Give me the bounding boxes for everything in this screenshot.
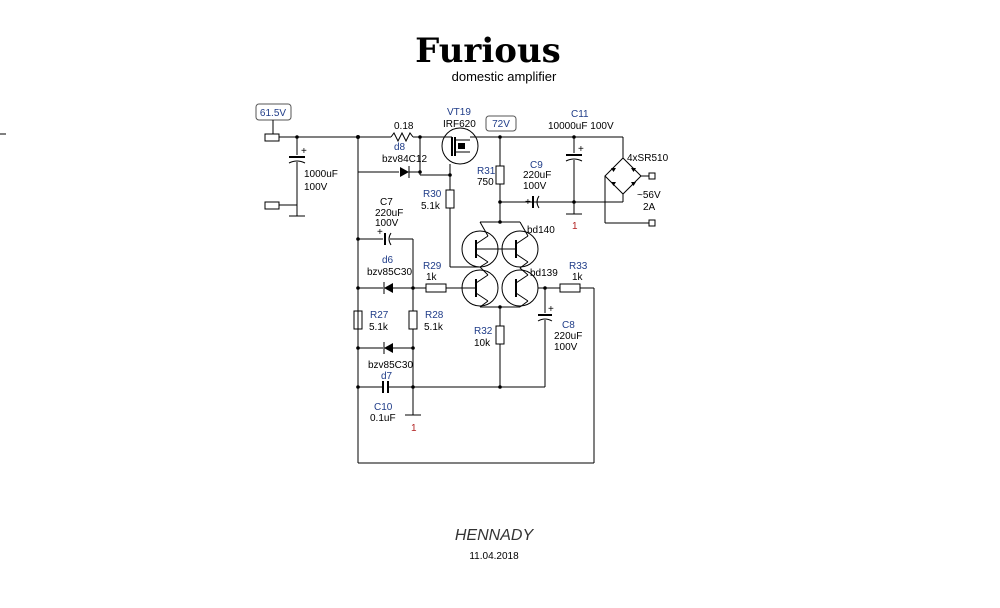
c9-voltage: 100V [523,181,547,192]
vt19-mosfet [441,127,479,165]
d8-zener-diode [400,167,409,177]
c11-value: 10000uF 100V [548,121,614,132]
schematic-title: Furious [415,31,561,71]
d7-part: bzv85C30 [368,360,413,371]
c8-value: 220uF [554,331,582,342]
c8-ref: C8 [562,320,575,331]
mid-voltage-label: 72V [492,119,510,130]
r29-resistor [425,283,447,293]
d6-zener-diode [384,283,393,293]
author-name: HENNADY [455,527,535,544]
svg-text:+: + [377,227,383,238]
r33-ref: R33 [569,261,588,272]
r32-resistor [495,325,505,345]
r32-value: 10k [474,338,491,349]
shunt-resistor [390,131,414,143]
r28-ref: R28 [425,310,444,321]
c10-value: 0.1uF [370,413,396,424]
r31-ref: R31 [477,166,496,177]
d6-part: bzv85C30 [367,267,412,278]
r32-ref: R32 [474,326,493,337]
c7-value: 220uF [375,208,403,219]
d7-ref: d7 [381,371,393,382]
q-upper-part: bd140 [527,225,555,236]
bridge-current: 2A [643,202,656,213]
r27-ref: R27 [370,310,389,321]
svg-text:+: + [548,304,554,315]
ac-terminal-top [648,172,656,180]
r27-value: 5.1k [369,322,389,333]
d8-ref: d8 [394,142,406,153]
ac-terminal-bottom [648,219,656,227]
d8-part: bzv84C12 [382,154,427,165]
ground-label: 1 [411,423,417,434]
c7-ref: C7 [380,197,393,208]
svg-text:+: + [301,146,307,157]
r28-resistor [408,310,418,330]
r29-ref: R29 [423,261,442,272]
cin-value: 1000uF [304,169,338,180]
r33-value: 1k [572,272,584,283]
svg-text:+: + [578,144,584,155]
input-voltage-label: 61.5V [260,108,286,119]
r29-value: 1k [426,272,438,283]
q-lower-part: bd139 [530,268,558,279]
shunt-value: 0.18 [394,121,414,132]
d6-ref: d6 [382,255,394,266]
r27-resistor [353,310,363,330]
c9-ref: C9 [530,160,543,171]
vt19-part: IRF620 [443,119,476,130]
d7-zener-diode [384,343,393,353]
r30-value: 5.1k [421,201,441,212]
r31-value: 750 [477,177,494,188]
ground-label: 1 [572,221,578,232]
c10-ref: C10 [374,402,393,413]
bridge-ac-voltage: ~56V [637,190,661,201]
c11-ref: C11 [571,109,589,120]
r28-value: 5.1k [424,322,444,333]
input-terminal-top [264,133,280,142]
schematic-subtitle: domestic amplifier [452,69,557,84]
cin-voltage: 100V [304,182,328,193]
vt19-ref: VT19 [447,107,471,118]
c7-voltage: 100V [375,218,399,229]
bridge-part: 4xSR510 [627,153,669,164]
r30-resistor [445,189,455,209]
svg-text:+: + [525,197,531,208]
r31-resistor [495,165,505,185]
schematic-date: 11.04.2018 [469,551,519,562]
r33-resistor [559,283,581,293]
c8-voltage: 100V [554,342,578,353]
c9-value: 220uF [523,170,551,181]
mid-voltage-tag [485,115,517,132]
input-terminal-bottom [264,201,280,210]
r30-ref: R30 [423,189,442,200]
